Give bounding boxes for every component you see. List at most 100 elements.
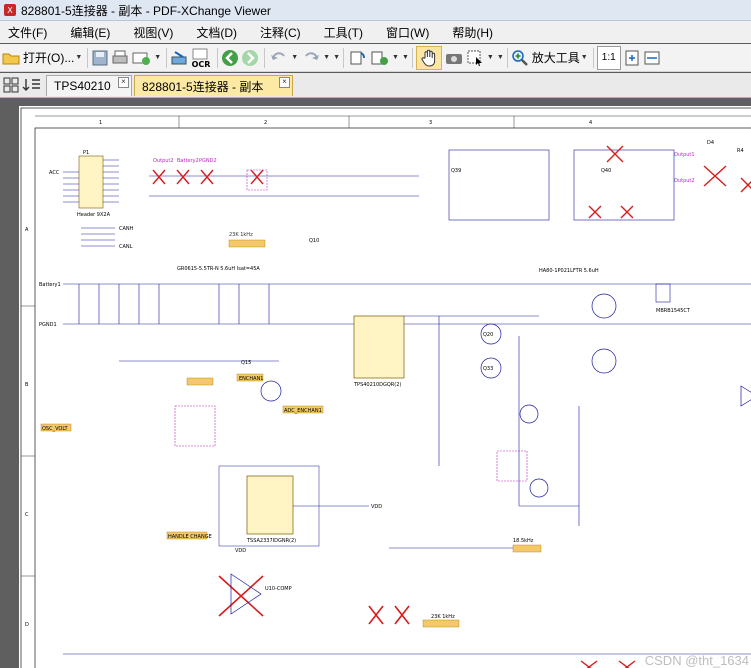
fit-width-button[interactable] xyxy=(643,47,661,69)
back-button[interactable] xyxy=(221,47,239,69)
email-button[interactable]: ▼ xyxy=(131,47,161,69)
d4-label: D4 xyxy=(707,140,714,146)
zoom-in-icon xyxy=(512,49,528,66)
page-nav-button[interactable]: ▼ xyxy=(369,47,399,69)
overflow-arrow-icon[interactable]: ▼ xyxy=(401,54,409,61)
sort-down-icon xyxy=(22,79,40,91)
redo-icon xyxy=(305,51,320,60)
p1-label: P1 xyxy=(83,150,89,156)
q15-label: Q15 xyxy=(241,360,251,366)
tab-828801[interactable]: 828801-5连接器 - 副本 × xyxy=(134,75,293,96)
svg-text:OCR: OCR xyxy=(192,60,211,68)
output1-label: Output1 xyxy=(674,152,695,158)
grid-number-4: 4 xyxy=(589,120,592,126)
close-icon[interactable]: × xyxy=(118,77,129,88)
menu-comment[interactable]: 注释(C) xyxy=(260,25,301,40)
title-bar: X 828801-5连接器 - 副本 - PDF-XChange Viewer xyxy=(0,0,751,21)
enchan-label: ENCHAN1 xyxy=(239,376,264,382)
menu-help[interactable]: 帮助(H) xyxy=(452,25,493,40)
document-viewport[interactable]: 1 2 3 4 A B C D P1 Header 9X2A ACC xyxy=(0,98,751,668)
dropdown-arrow-icon: ▼ xyxy=(486,54,494,61)
menu-window[interactable]: 窗口(W) xyxy=(386,25,430,40)
grid-icon xyxy=(3,77,19,93)
print-button[interactable] xyxy=(111,47,129,69)
r4-label: R4 xyxy=(737,148,744,154)
pdf-page: 1 2 3 4 A B C D P1 Header 9X2A ACC xyxy=(19,106,751,668)
pgnd2-label: PGND2 xyxy=(199,158,217,164)
vdd-bottom-label: VDD xyxy=(235,548,246,554)
fit-page-button[interactable] xyxy=(623,47,641,69)
actual-size-button[interactable]: 1:1 xyxy=(596,45,621,70)
pgnd1-label: PGND1 xyxy=(39,322,57,328)
dropdown-arrow-icon: ▼ xyxy=(323,54,331,61)
tab-label: 828801-5连接器 - 副本 xyxy=(142,79,264,94)
overflow-arrow-icon[interactable]: ▼ xyxy=(333,54,341,61)
dropdown-arrow-icon: ▼ xyxy=(392,54,399,61)
tab-label: TPS40210 xyxy=(54,79,111,93)
tab-list-button[interactable] xyxy=(22,77,42,93)
hand-tool-button[interactable] xyxy=(415,45,442,70)
zoom-tool-label: 放大工具 xyxy=(531,51,580,65)
save-icon xyxy=(92,50,108,65)
canl-label: CANL xyxy=(119,244,133,250)
tab-tps40210[interactable]: TPS40210 × xyxy=(46,75,132,96)
open-folder-icon xyxy=(2,53,20,64)
handle-change-tag: HANDLE CHANGE xyxy=(168,534,212,540)
undo-icon xyxy=(271,51,286,60)
separator xyxy=(343,47,345,68)
menu-view[interactable]: 视图(V) xyxy=(133,25,174,40)
tabs-menu-button[interactable] xyxy=(3,77,19,93)
freq-label-bottom: 18.5kHz xyxy=(513,538,534,544)
actual-size-label: 1:1 xyxy=(601,52,616,63)
separator xyxy=(87,47,89,68)
fit-page-icon xyxy=(625,50,639,65)
freq-label-bottom2: 23K 1kHz xyxy=(431,614,455,620)
q20-label: Q20 xyxy=(483,332,493,338)
rotate-button[interactable] xyxy=(347,47,367,69)
grid-letter-b: B xyxy=(25,382,29,388)
output2-right-label: Output2 xyxy=(674,178,695,184)
menu-edit[interactable]: 编辑(E) xyxy=(70,25,111,40)
email-icon xyxy=(132,52,151,65)
overflow-arrow-icon[interactable]: ▼ xyxy=(496,54,504,61)
vdd-label: VDD xyxy=(371,504,382,510)
scan-icon xyxy=(171,50,187,64)
forward-button[interactable] xyxy=(241,47,259,69)
open-button[interactable]: 打开(O)... ▼ xyxy=(2,47,82,69)
q33-label: Q33 xyxy=(483,366,493,372)
pwm-label: ADC_ENCHAN1 xyxy=(284,408,322,414)
camera-icon xyxy=(445,53,462,64)
mbr-label: MBRB1545CT xyxy=(656,308,691,314)
grid-letter-c: C xyxy=(25,512,29,518)
app-icon: X xyxy=(4,4,16,16)
separator xyxy=(506,47,508,68)
menu-file[interactable]: 文件(F) xyxy=(8,25,48,40)
menu-document[interactable]: 文档(D) xyxy=(196,25,237,40)
dropdown-arrow-icon: ▼ xyxy=(580,54,588,61)
dropdown-arrow-icon: ▼ xyxy=(75,54,83,61)
grid-letter-a: A xyxy=(25,227,29,233)
toolbar: 打开(O)... ▼ ▼ OCR xyxy=(0,44,751,72)
csdn-watermark: CSDN @tht_1634 xyxy=(644,653,749,668)
separator xyxy=(264,47,266,68)
print-icon xyxy=(112,50,128,63)
snapshot-button[interactable] xyxy=(444,47,464,69)
header-label: Header 9X2A xyxy=(77,212,111,218)
redo-button[interactable]: ▼ xyxy=(300,47,330,69)
undo-button[interactable]: ▼ xyxy=(268,47,298,69)
select-tool-button[interactable]: ▼ xyxy=(466,47,494,69)
save-button[interactable] xyxy=(91,47,109,69)
zoom-tool-button[interactable]: 放大工具 ▼ xyxy=(511,47,588,69)
dropdown-arrow-icon: ▼ xyxy=(154,54,162,61)
ocr-button[interactable]: OCR xyxy=(190,47,212,69)
open-label: 打开(O)... xyxy=(23,51,75,65)
separator xyxy=(217,47,219,68)
svg-text:X: X xyxy=(7,6,13,15)
tab-bar: TPS40210 × 828801-5连接器 - 副本 × xyxy=(0,73,751,98)
window-title: 828801-5连接器 - 副本 - PDF-XChange Viewer xyxy=(21,3,271,18)
grid-number-3: 3 xyxy=(429,120,432,126)
close-icon[interactable]: × xyxy=(279,77,290,88)
freq-label-top: 23K 1kHz xyxy=(229,232,253,238)
scan-button[interactable] xyxy=(170,47,188,69)
menu-tools[interactable]: 工具(T) xyxy=(323,25,363,40)
